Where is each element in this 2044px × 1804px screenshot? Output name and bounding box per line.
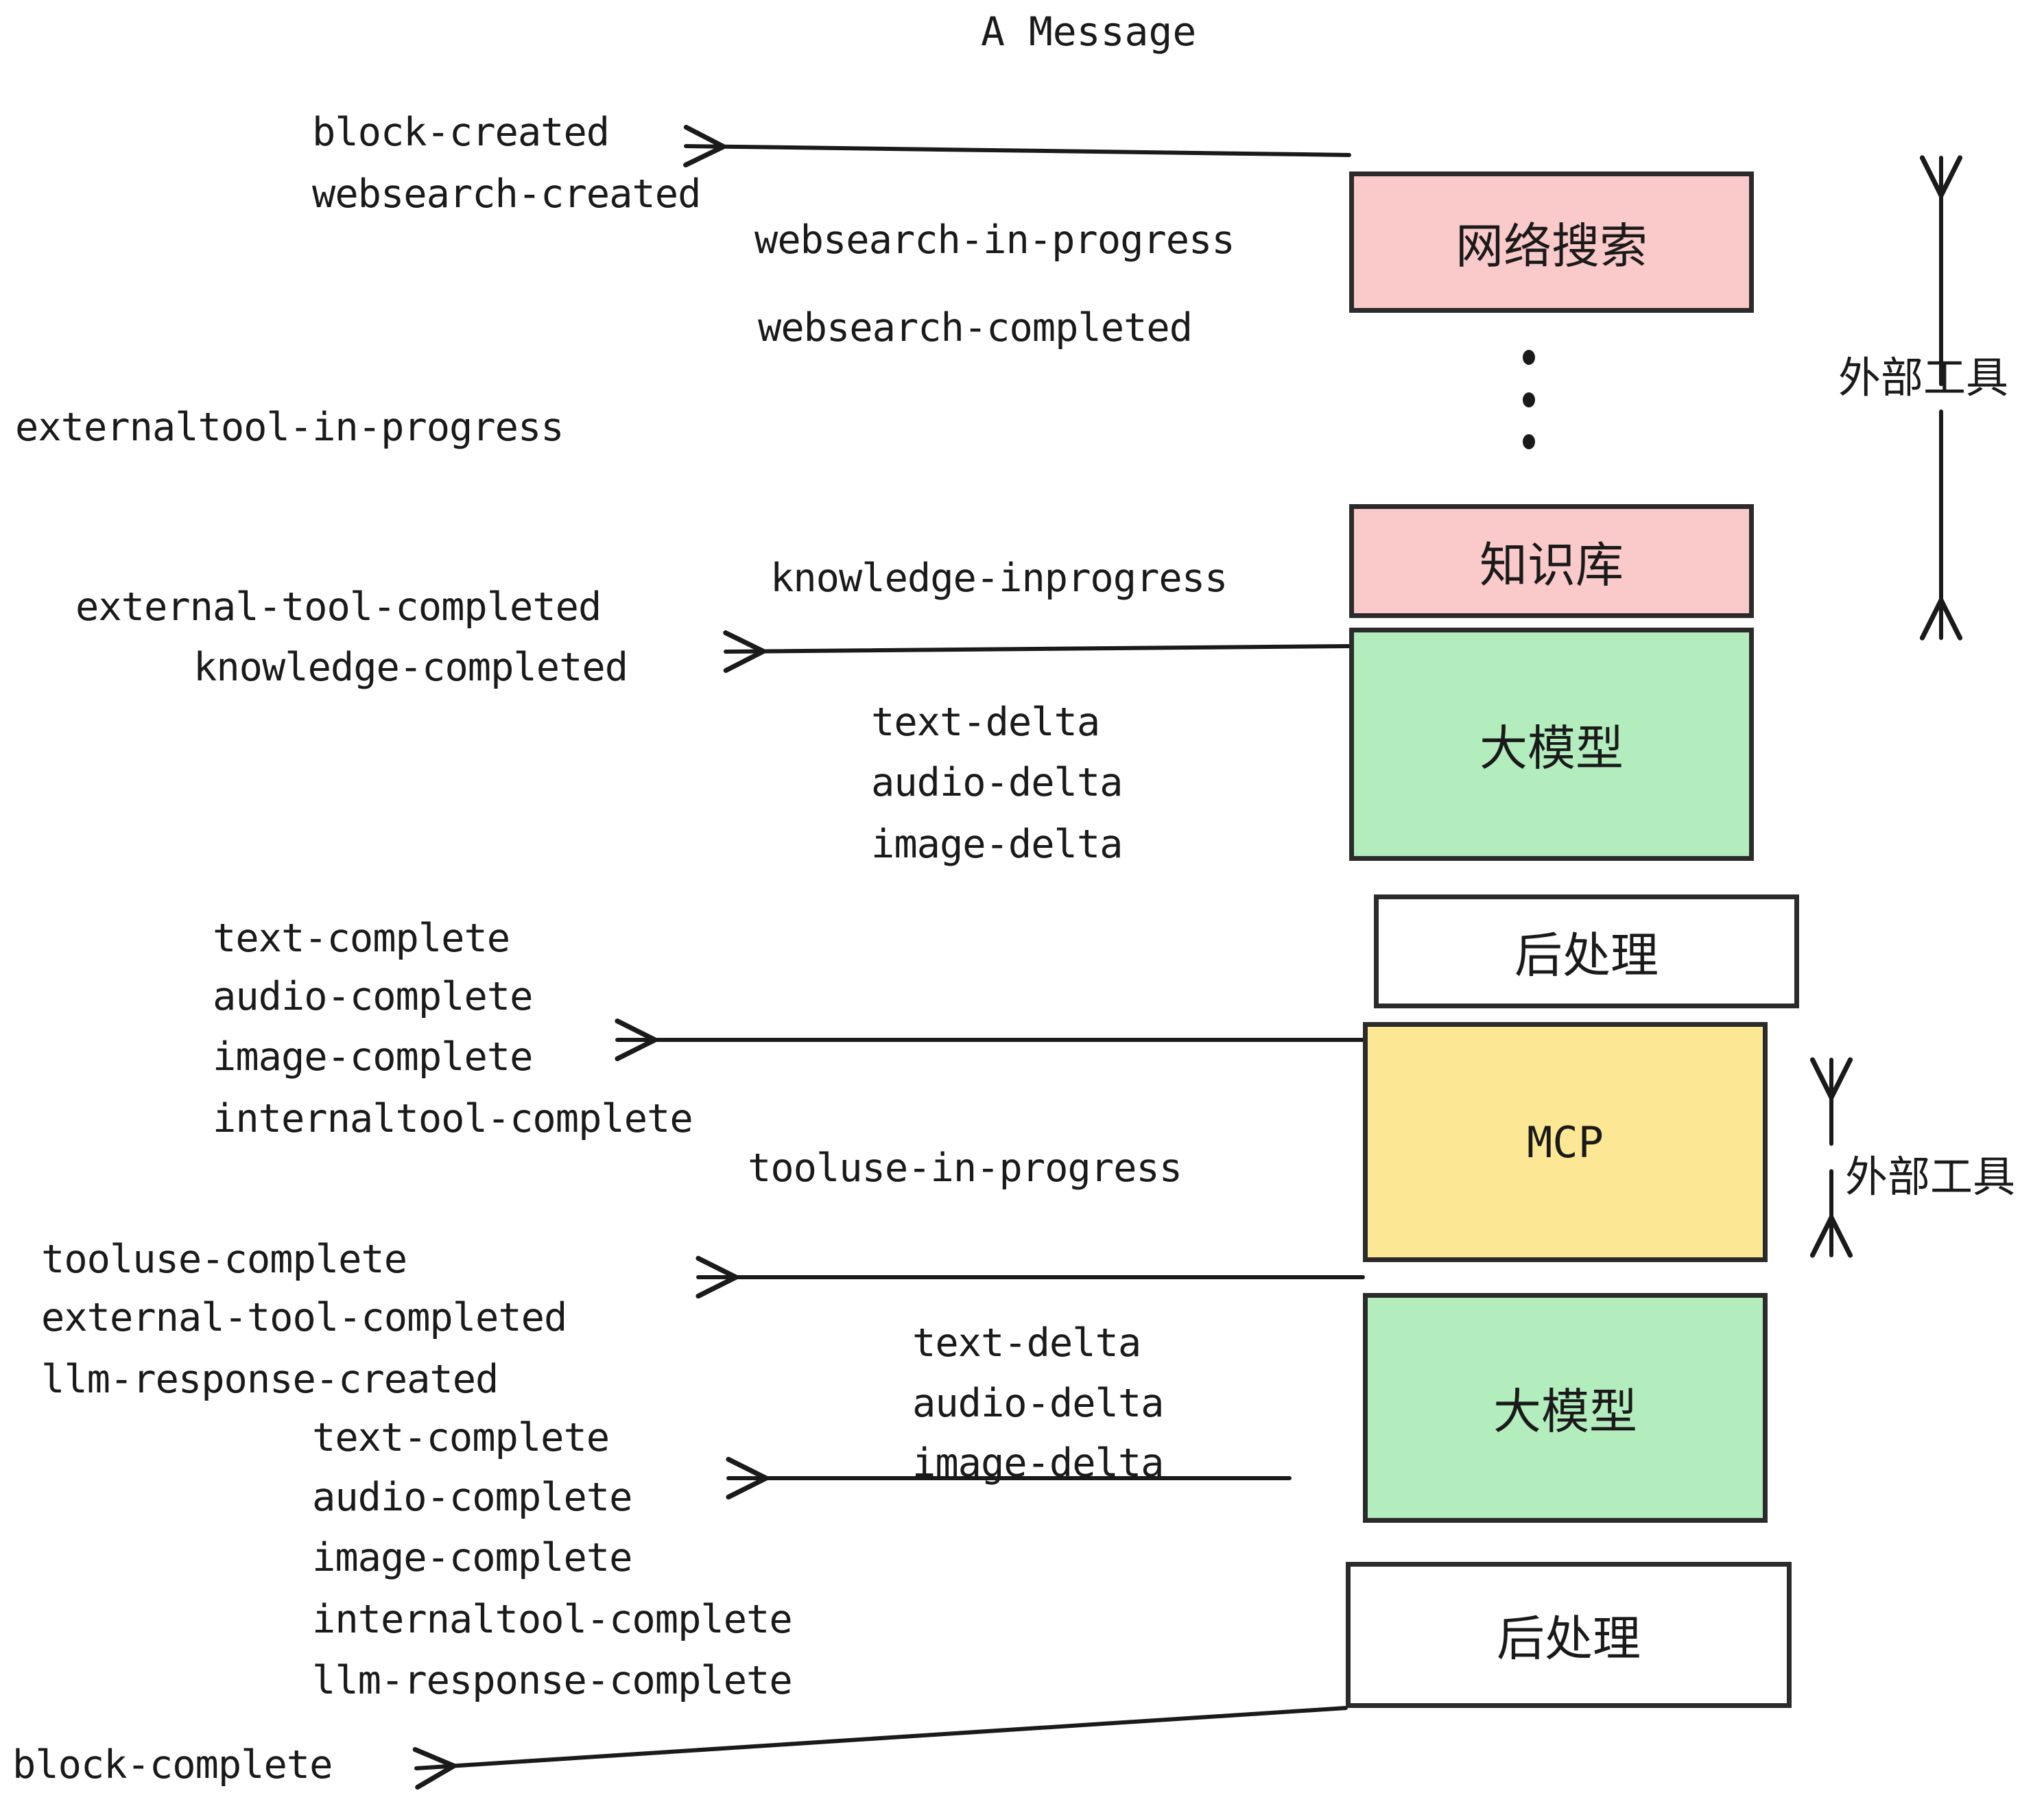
node-label: MCP xyxy=(1527,1117,1604,1167)
node-label: 网络搜索 xyxy=(1455,217,1648,274)
node-label: 大模型 xyxy=(1479,720,1624,776)
event-label: block-complete xyxy=(12,1742,333,1788)
event-label: internaltool-complete xyxy=(312,1597,793,1642)
arrow-postproc2-to-block-complete xyxy=(412,1706,1348,1790)
event-label: websearch-in-progress xyxy=(754,217,1235,263)
node-postproc-2: 后处理 xyxy=(1346,1562,1792,1708)
event-label: image-delta xyxy=(871,822,1123,867)
event-label: websearch-created xyxy=(312,171,701,217)
event-label: image-delta xyxy=(912,1440,1164,1486)
event-label: llm-response-complete xyxy=(312,1658,793,1703)
node-mcp: MCP xyxy=(1363,1022,1768,1262)
event-label: image-complete xyxy=(213,1034,533,1080)
vertical-ellipsis-icon xyxy=(1523,350,1535,449)
node-llm-1: 大模型 xyxy=(1349,628,1754,861)
event-label: internaltool-complete xyxy=(213,1096,693,1141)
event-label: tooluse-complete xyxy=(41,1237,407,1282)
event-label: llm-response-created xyxy=(41,1357,499,1402)
ellipsis-dot xyxy=(1523,392,1535,407)
node-label: 大模型 xyxy=(1493,1384,1637,1440)
event-label: audio-delta xyxy=(871,760,1123,805)
event-label: image-complete xyxy=(312,1535,632,1580)
event-label: websearch-completed xyxy=(758,305,1193,351)
event-label: text-complete xyxy=(312,1415,610,1460)
node-llm-2: 大模型 xyxy=(1363,1293,1768,1523)
event-label: block-created xyxy=(312,110,610,155)
event-label: tooluse-in-progress xyxy=(748,1146,1183,1191)
event-label: text-complete xyxy=(213,916,510,961)
arrow-llm1-to-knowledge-completed xyxy=(723,630,1351,674)
event-label: external-tool-completed xyxy=(41,1295,567,1340)
node-websearch: 网络搜索 xyxy=(1349,171,1754,313)
side-label-external-tool-bottom: 外部工具 xyxy=(1845,1152,2016,1202)
event-label: externaltool-in-progress xyxy=(15,405,565,450)
node-label: 知识库 xyxy=(1479,536,1624,593)
event-label: audio-complete xyxy=(213,974,533,1019)
event-label: knowledge-inprogress xyxy=(770,556,1228,601)
event-label: external-tool-completed xyxy=(75,584,602,630)
node-label: 后处理 xyxy=(1497,1611,1641,1667)
side-label-external-tool-top: 外部工具 xyxy=(1838,353,2009,403)
event-label: text-delta xyxy=(871,700,1100,745)
event-label: audio-complete xyxy=(312,1475,632,1520)
arrow-websearch-to-block-created xyxy=(683,124,1351,168)
ellipsis-dot xyxy=(1523,350,1535,365)
ellipsis-dot xyxy=(1523,434,1535,449)
event-label: audio-delta xyxy=(912,1381,1164,1426)
node-label: 后处理 xyxy=(1514,927,1659,984)
node-postproc-1: 后处理 xyxy=(1374,894,1799,1008)
node-knowledge: 知识库 xyxy=(1349,504,1754,618)
event-label: knowledge-completed xyxy=(193,645,628,690)
page-title: A Message xyxy=(981,8,1197,55)
event-label: text-delta xyxy=(912,1320,1141,1366)
